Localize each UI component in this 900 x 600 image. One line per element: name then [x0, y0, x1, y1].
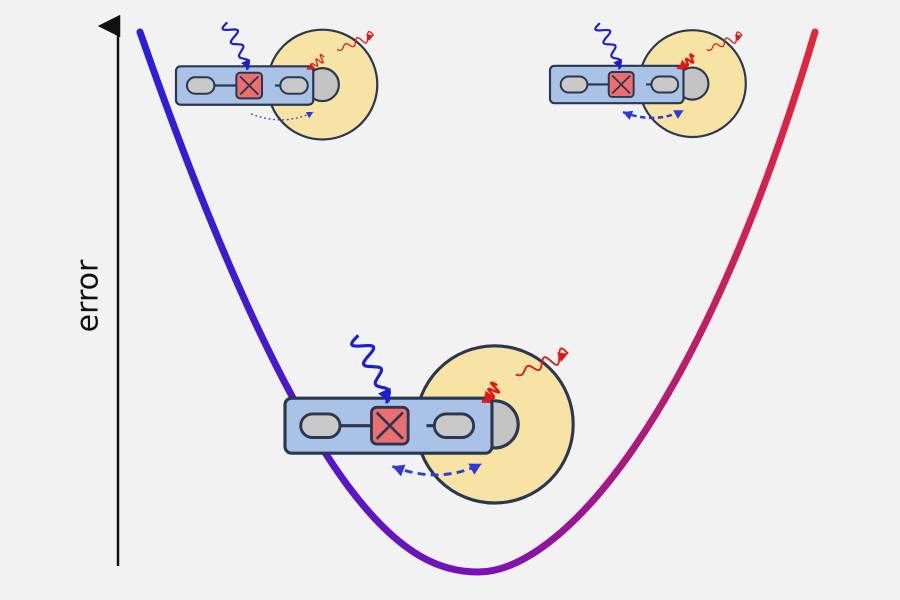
device-top-right — [548, 22, 747, 139]
junction-cross-b — [239, 75, 259, 96]
capacitor-pad-right — [650, 75, 680, 94]
coupling-head-right — [305, 111, 314, 119]
control-pulse-wave-head — [378, 387, 391, 403]
coupling-head-right — [673, 110, 684, 119]
device-bottom — [283, 334, 575, 505]
emitted-wave-out-head — [557, 352, 568, 363]
coupling-head-right — [468, 463, 482, 475]
capacitor-pad-left — [185, 76, 216, 95]
capacitor-pad-left — [559, 75, 589, 94]
coupling-head-left — [392, 464, 406, 477]
control-pulse-wave-head — [240, 58, 250, 70]
junction-cross-b — [611, 74, 631, 95]
coupling-head-left — [622, 110, 634, 121]
junction-cross-b — [375, 411, 404, 440]
capacitor-pad-right — [432, 412, 476, 439]
coupling-link — [250, 111, 314, 121]
y-axis-label: error — [70, 259, 106, 333]
emitted-wave-out-head — [734, 34, 743, 42]
readout-wave-in-head — [678, 59, 689, 70]
error-curve — [136, 28, 819, 576]
readout-wave-in-head — [307, 62, 316, 70]
capacitor-pad-right — [279, 76, 309, 95]
device-top-left — [174, 21, 379, 141]
emitted-wave-out-head — [366, 34, 374, 42]
capacitor-pad-left — [299, 412, 342, 439]
control-pulse-wave-head — [613, 58, 622, 69]
readout-wave-in-head — [484, 390, 496, 404]
readout-wave-in — [481, 381, 501, 404]
